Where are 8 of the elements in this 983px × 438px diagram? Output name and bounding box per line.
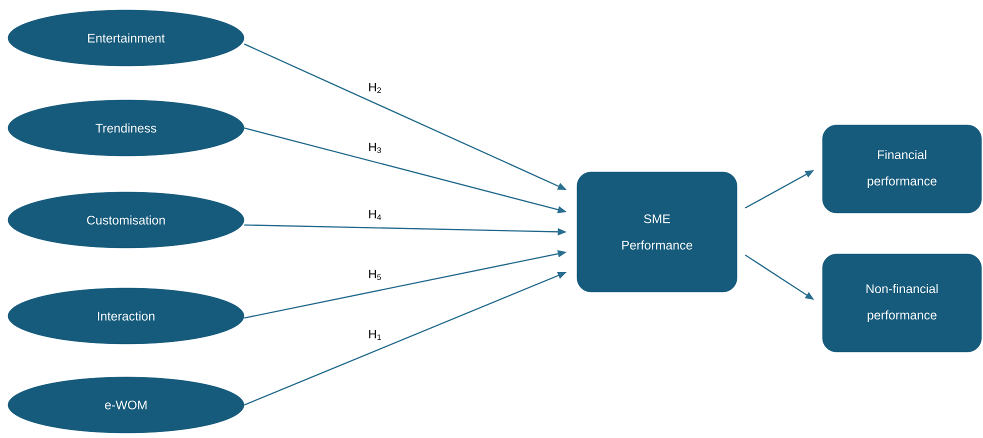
edge-label: H$_{4}$ — [367, 208, 383, 222]
edge-label: H$_{1}$ — [367, 328, 383, 342]
edge-label: H$_{5}$ — [367, 268, 383, 282]
edge-label: H$_{3}$ — [367, 142, 383, 154]
edge-label: H$_{2}$ — [367, 82, 383, 94]
rounded-box: Non-financial performance — [822, 254, 982, 352]
rounded-box: SME Performance — [576, 172, 738, 292]
rounded-box: Financial performance — [822, 124, 982, 214]
